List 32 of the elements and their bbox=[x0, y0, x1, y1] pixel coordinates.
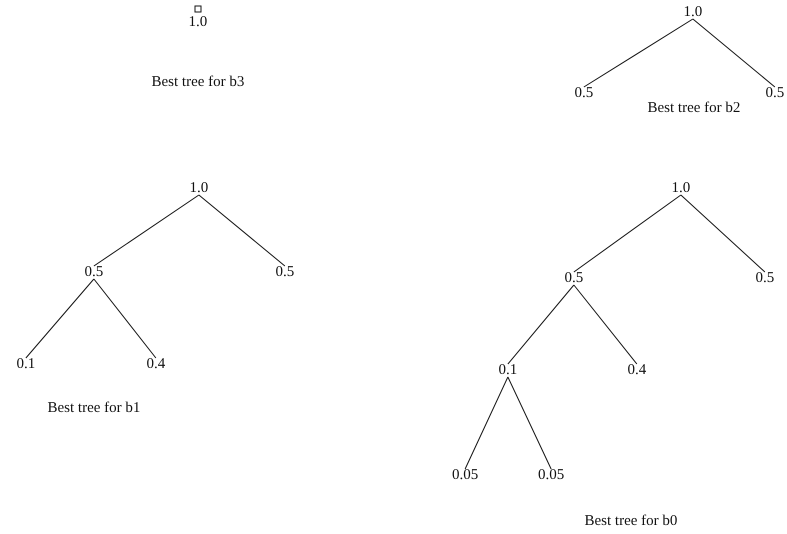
tree-branch-line bbox=[573, 284, 638, 364]
tree-node-value: 0.1 bbox=[16, 356, 36, 372]
tree-caption: Best tree for b1 bbox=[48, 400, 140, 416]
tree-node-value: 1.0 bbox=[672, 180, 690, 196]
tree-caption: Best tree for b2 bbox=[648, 100, 740, 116]
tree-node-value: 1.0 bbox=[190, 180, 208, 196]
tree-node-value: 0.5 bbox=[756, 270, 774, 286]
tree-branch-line bbox=[464, 376, 508, 470]
tree-node-value: 1.0 bbox=[188, 14, 208, 30]
tree-node-value: 0.5 bbox=[564, 270, 584, 286]
tree-node-value: 0.4 bbox=[146, 356, 166, 372]
tree-node-value: 0.5 bbox=[84, 264, 104, 280]
tree-branch-line bbox=[507, 284, 574, 364]
tree-branch-line bbox=[93, 278, 156, 358]
tree-node-value: 0.05 bbox=[452, 467, 478, 483]
tree-node-value: 0.1 bbox=[498, 362, 518, 378]
tree-node-value: 0.5 bbox=[276, 264, 294, 280]
tree-branch-line bbox=[93, 194, 200, 266]
tree-branch-line bbox=[692, 18, 776, 88]
tree-caption: Best tree for b0 bbox=[584, 513, 678, 529]
tree-branch-line bbox=[583, 18, 694, 88]
tree-branch-line bbox=[198, 194, 286, 266]
tree-node-value: 0.4 bbox=[628, 362, 646, 378]
tree-branch-line bbox=[507, 376, 552, 470]
tree-node-value: 0.5 bbox=[766, 85, 784, 101]
tree-branch-line bbox=[680, 194, 766, 272]
tree-branch-line bbox=[25, 278, 94, 358]
tree-node-value: 0.05 bbox=[538, 467, 564, 483]
tree-branch-line bbox=[573, 194, 682, 272]
tree-caption: Best tree for b3 bbox=[152, 74, 244, 90]
tree-node-value: 1.0 bbox=[684, 4, 702, 20]
tree-node-value: 0.5 bbox=[574, 85, 594, 101]
